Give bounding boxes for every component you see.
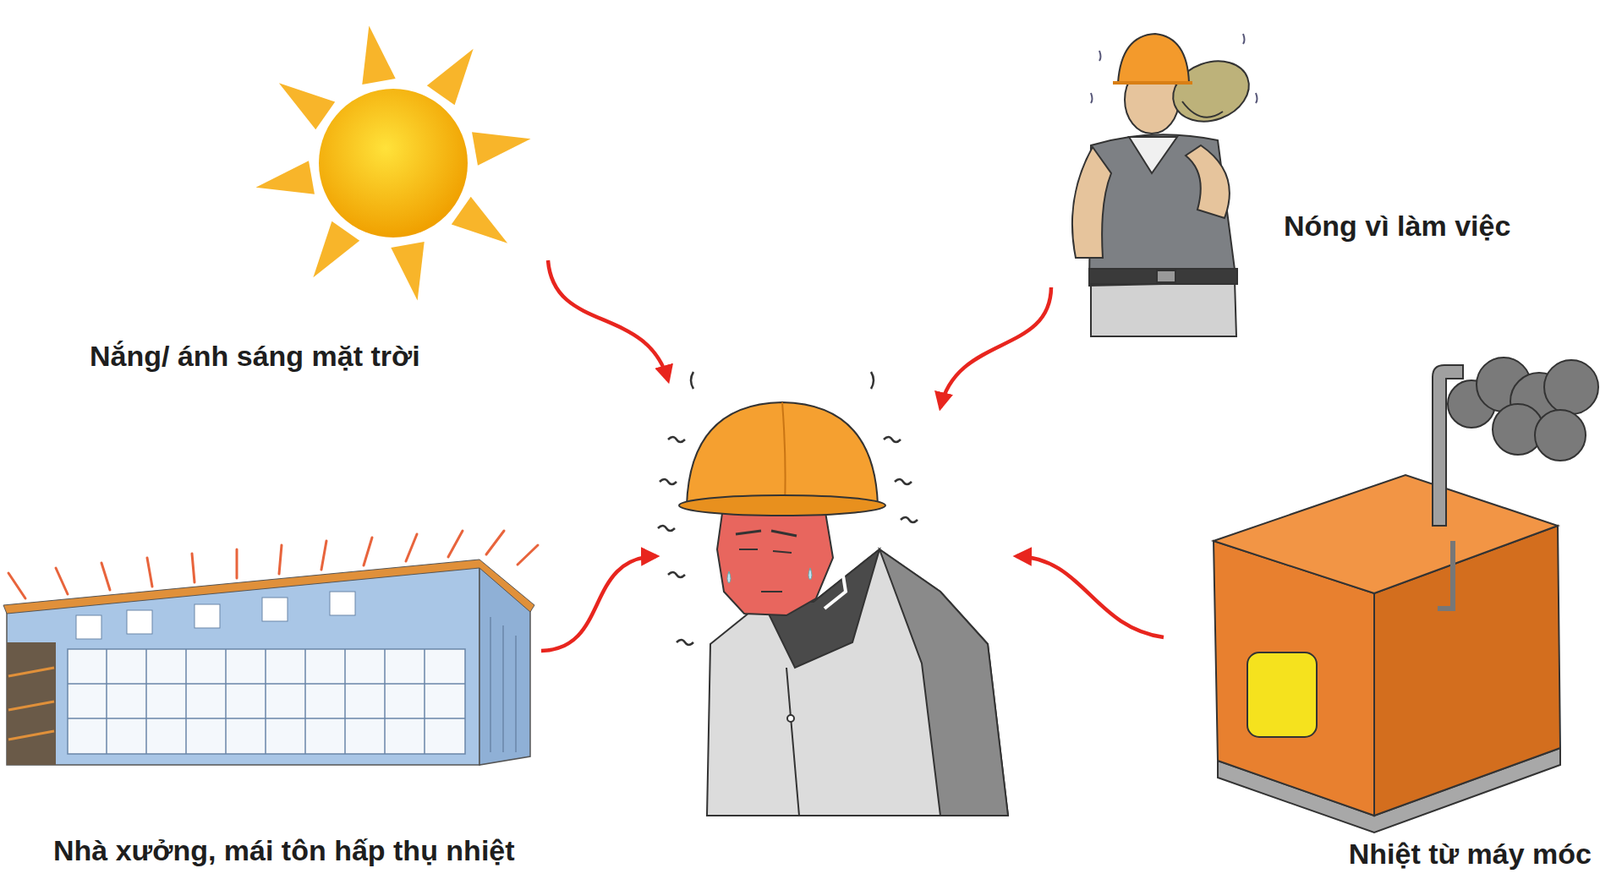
machine (1213, 357, 1599, 833)
source-label: Nhà xưởng, mái tôn hấp thụ nhiệt (53, 834, 516, 868)
factory (3, 531, 538, 766)
heat-arrows (541, 260, 1164, 652)
source-label: Nóng vì làm việc (1283, 209, 1511, 243)
source-label: Nhiệt từ máy móc (1348, 838, 1592, 872)
working-man (1072, 33, 1258, 337)
hot-worker (657, 372, 1009, 817)
source-label: Nắng/ ánh sáng mặt trời (89, 339, 421, 373)
sun (252, 22, 534, 304)
